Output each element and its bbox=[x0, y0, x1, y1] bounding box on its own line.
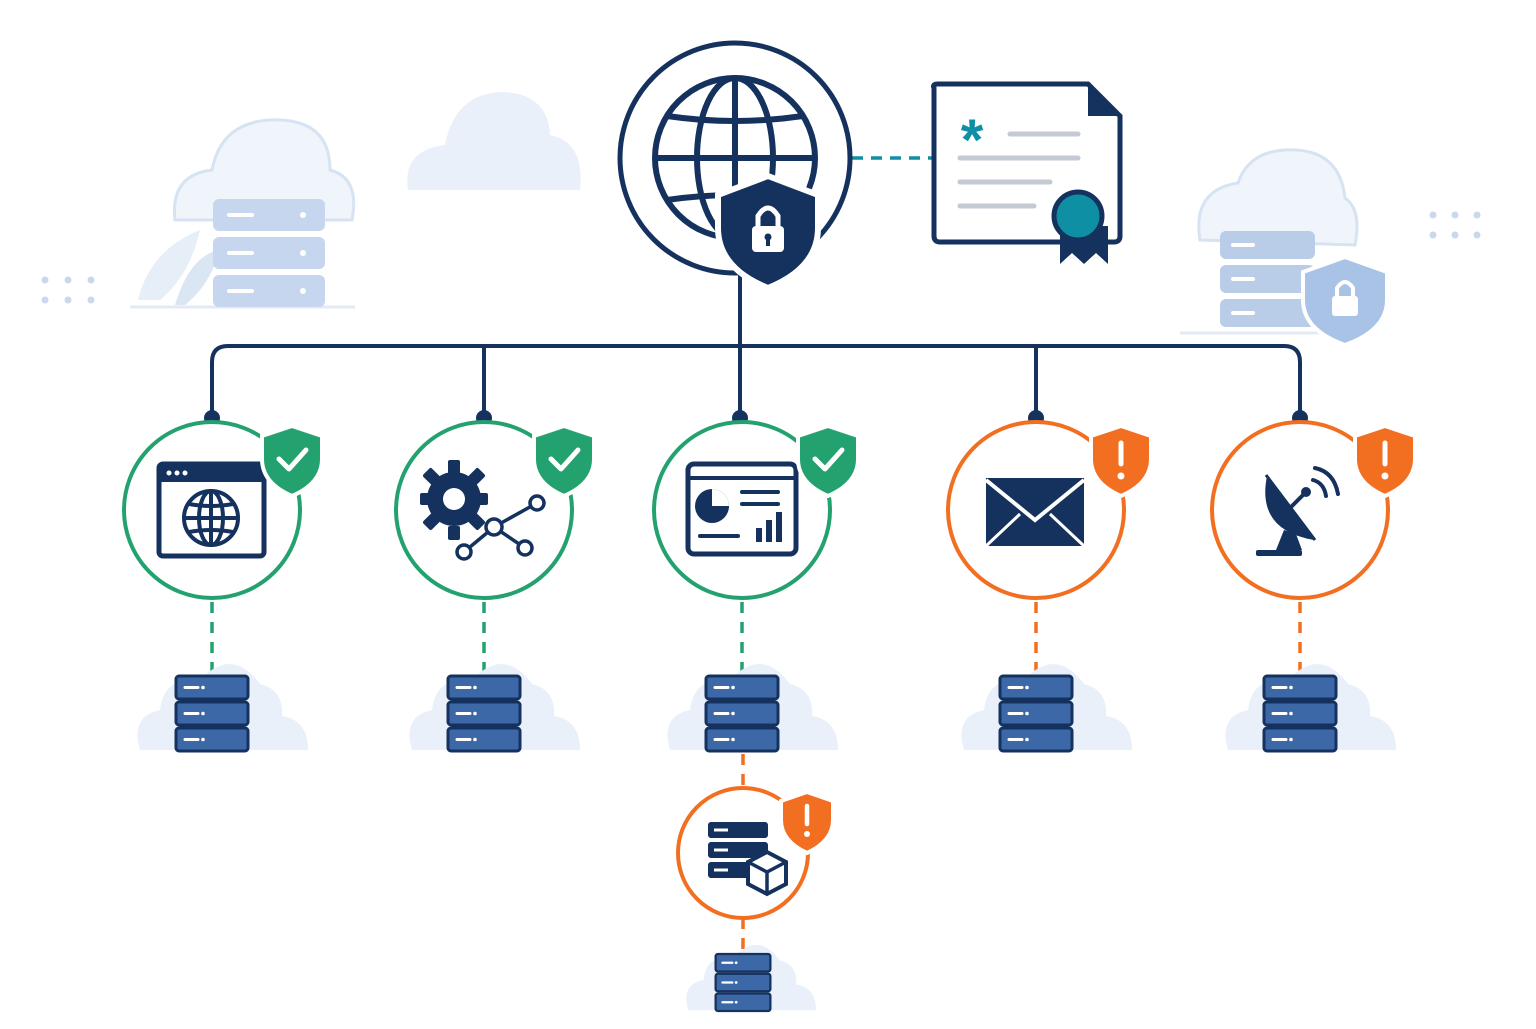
server-led bbox=[734, 981, 738, 984]
service-node-website[interactable] bbox=[122, 420, 324, 600]
envelope-icon bbox=[984, 478, 1086, 548]
server-unit bbox=[446, 700, 522, 727]
server-cube-icon bbox=[708, 822, 788, 897]
server-unit bbox=[714, 972, 772, 993]
server-unit bbox=[998, 700, 1074, 727]
service-node-integration[interactable] bbox=[394, 420, 596, 600]
server-led bbox=[731, 711, 735, 716]
server-unit bbox=[998, 674, 1074, 701]
server-stacks bbox=[137, 663, 1396, 1013]
certificate-asterisk: * bbox=[961, 108, 984, 173]
server-led bbox=[731, 737, 735, 742]
cloud-server-icon bbox=[137, 663, 308, 753]
cloud-server-shield-icon bbox=[1180, 148, 1389, 348]
background-decor bbox=[41, 92, 1481, 348]
certificate-document-icon[interactable]: * bbox=[931, 81, 1123, 264]
server-link-lines bbox=[210, 602, 1302, 950]
server-led bbox=[1025, 737, 1029, 742]
cloud-server-icon bbox=[1225, 663, 1396, 753]
dot-grid-decor bbox=[1429, 211, 1481, 239]
server-unit bbox=[174, 700, 250, 727]
shield-check-icon bbox=[796, 423, 860, 499]
server-unit bbox=[1262, 700, 1338, 727]
server-unit bbox=[174, 726, 250, 753]
service-node-mail[interactable] bbox=[946, 420, 1153, 600]
server-led bbox=[473, 711, 477, 716]
server-led bbox=[1289, 737, 1293, 742]
server-led bbox=[734, 961, 738, 965]
service-node-broadcast[interactable] bbox=[1210, 420, 1417, 600]
server-led bbox=[473, 685, 477, 690]
shield-lock-icon bbox=[715, 172, 821, 292]
server-led bbox=[734, 1000, 738, 1004]
server-led bbox=[1289, 685, 1293, 690]
server-unit bbox=[446, 726, 522, 753]
server-led bbox=[201, 737, 205, 742]
service-node-storage[interactable] bbox=[676, 786, 835, 920]
server-led bbox=[1025, 685, 1029, 690]
cloud-icon bbox=[407, 92, 581, 190]
shield-alert-icon bbox=[1353, 423, 1417, 499]
service-node-dashboard[interactable] bbox=[652, 420, 860, 600]
bus-line bbox=[210, 344, 1302, 418]
shield-alert-icon bbox=[779, 789, 835, 856]
server-unit bbox=[714, 992, 772, 1013]
cloud-server-icon bbox=[409, 663, 580, 753]
server-unit bbox=[704, 700, 780, 727]
shield-alert-icon bbox=[1089, 423, 1153, 499]
server-unit bbox=[446, 674, 522, 701]
server-unit bbox=[998, 726, 1074, 753]
server-unit bbox=[714, 952, 772, 973]
server-led bbox=[1289, 711, 1293, 716]
server-led bbox=[201, 711, 205, 716]
cloud-server-icon bbox=[961, 663, 1132, 753]
gear-network-icon bbox=[420, 460, 546, 561]
server-led bbox=[731, 685, 735, 690]
server-unit bbox=[174, 674, 250, 701]
cloud-server-icon bbox=[130, 118, 356, 309]
hub-node[interactable] bbox=[617, 40, 853, 292]
shield-check-icon bbox=[260, 423, 324, 499]
server-led bbox=[1025, 711, 1029, 716]
dashboard-chart-icon bbox=[685, 461, 799, 557]
server-led bbox=[473, 737, 477, 742]
shield-check-icon bbox=[532, 423, 596, 499]
server-led bbox=[201, 685, 205, 690]
server-unit bbox=[1262, 674, 1338, 701]
browser-globe-icon bbox=[156, 461, 267, 559]
server-unit bbox=[1262, 726, 1338, 753]
satellite-dish-icon bbox=[1256, 466, 1340, 556]
server-unit bbox=[704, 674, 780, 701]
cloud-server-icon bbox=[667, 663, 838, 753]
ribbon-seal-icon bbox=[1051, 189, 1108, 264]
dot-grid-decor bbox=[41, 276, 95, 304]
server-unit bbox=[704, 726, 780, 753]
connector-lines bbox=[210, 272, 1302, 418]
cloud-server-icon bbox=[686, 944, 816, 1013]
certificate-text-lines bbox=[957, 131, 1081, 209]
